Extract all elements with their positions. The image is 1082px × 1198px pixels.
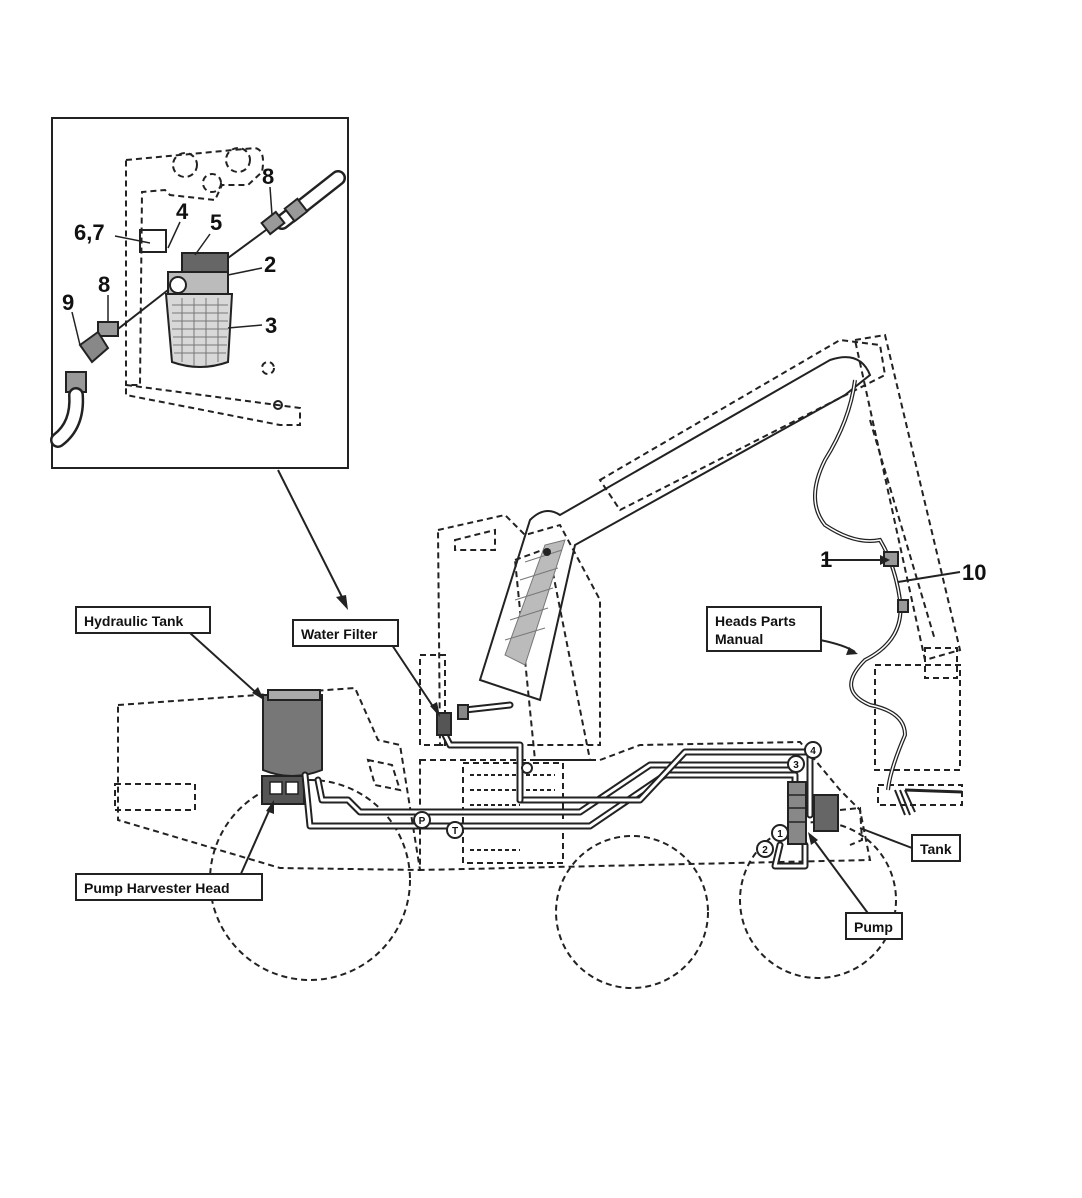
label-hydraulic-tank: Hydraulic Tank bbox=[75, 606, 211, 634]
hydraulic-tank-unit bbox=[262, 689, 323, 777]
callout-8-top: 8 bbox=[262, 164, 274, 189]
cab bbox=[436, 513, 601, 746]
harvester-head bbox=[874, 664, 961, 771]
inset-leaders bbox=[71, 186, 273, 346]
pump-label: Pump bbox=[854, 919, 893, 935]
inlet-hose bbox=[227, 170, 346, 259]
marker-4: 4 bbox=[810, 746, 816, 757]
tank-label: Tank bbox=[920, 841, 952, 857]
filter-assembly bbox=[139, 229, 234, 368]
front-body bbox=[117, 686, 422, 872]
water-filter-label: Water Filter bbox=[301, 626, 378, 642]
label-leaders bbox=[189, 559, 961, 917]
label-tank: Tank bbox=[911, 834, 961, 862]
middle-wheel bbox=[555, 835, 709, 989]
marker-t: T bbox=[452, 826, 458, 837]
callout-10: 10 bbox=[962, 560, 986, 585]
harvester-head-pump bbox=[261, 775, 305, 805]
callout-8-left: 8 bbox=[98, 272, 110, 297]
marker-3: 3 bbox=[793, 760, 799, 771]
boom-arm bbox=[478, 356, 872, 702]
heads-parts-manual-label-line1: Heads Parts bbox=[715, 613, 796, 629]
water-pump-component bbox=[787, 781, 807, 845]
callout-3: 3 bbox=[265, 313, 277, 338]
filter-bracket bbox=[125, 146, 301, 426]
label-pump: Pump bbox=[845, 912, 903, 940]
marker-2: 2 bbox=[762, 845, 768, 856]
callout-4: 4 bbox=[176, 199, 189, 224]
hydraulic-tank-label: Hydraulic Tank bbox=[84, 613, 184, 629]
callout-1: 1 bbox=[820, 547, 832, 572]
water-tank-component bbox=[813, 794, 864, 846]
harvester-machine bbox=[114, 333, 963, 989]
callout-2: 2 bbox=[264, 252, 276, 277]
line-markers: P T 1 2 3 4 bbox=[413, 741, 822, 858]
rear-chassis bbox=[419, 740, 872, 872]
pump-harvester-head-label: Pump Harvester Head bbox=[84, 880, 230, 896]
rear-wheel bbox=[739, 821, 897, 979]
label-water-filter: Water Filter bbox=[292, 619, 399, 647]
water-filter-component bbox=[436, 704, 469, 736]
callout-5: 5 bbox=[210, 210, 222, 235]
label-pump-harvester-head: Pump Harvester Head bbox=[75, 873, 263, 901]
inset-detail: 8 6,7 4 5 2 9 8 3 bbox=[50, 117, 349, 469]
marker-1: 1 bbox=[777, 829, 783, 840]
crane-pillar bbox=[513, 546, 592, 761]
callout-9: 9 bbox=[62, 290, 74, 315]
label-heads-parts-manual: Heads Parts Manual bbox=[706, 606, 822, 652]
marker-p: P bbox=[419, 816, 426, 827]
callout-6-7: 6,7 bbox=[74, 220, 105, 245]
label-arrowheads bbox=[252, 555, 890, 845]
stick-arm bbox=[853, 333, 962, 662]
inset-pointer-arrow bbox=[277, 469, 348, 610]
heads-parts-manual-label-line2: Manual bbox=[715, 631, 763, 647]
